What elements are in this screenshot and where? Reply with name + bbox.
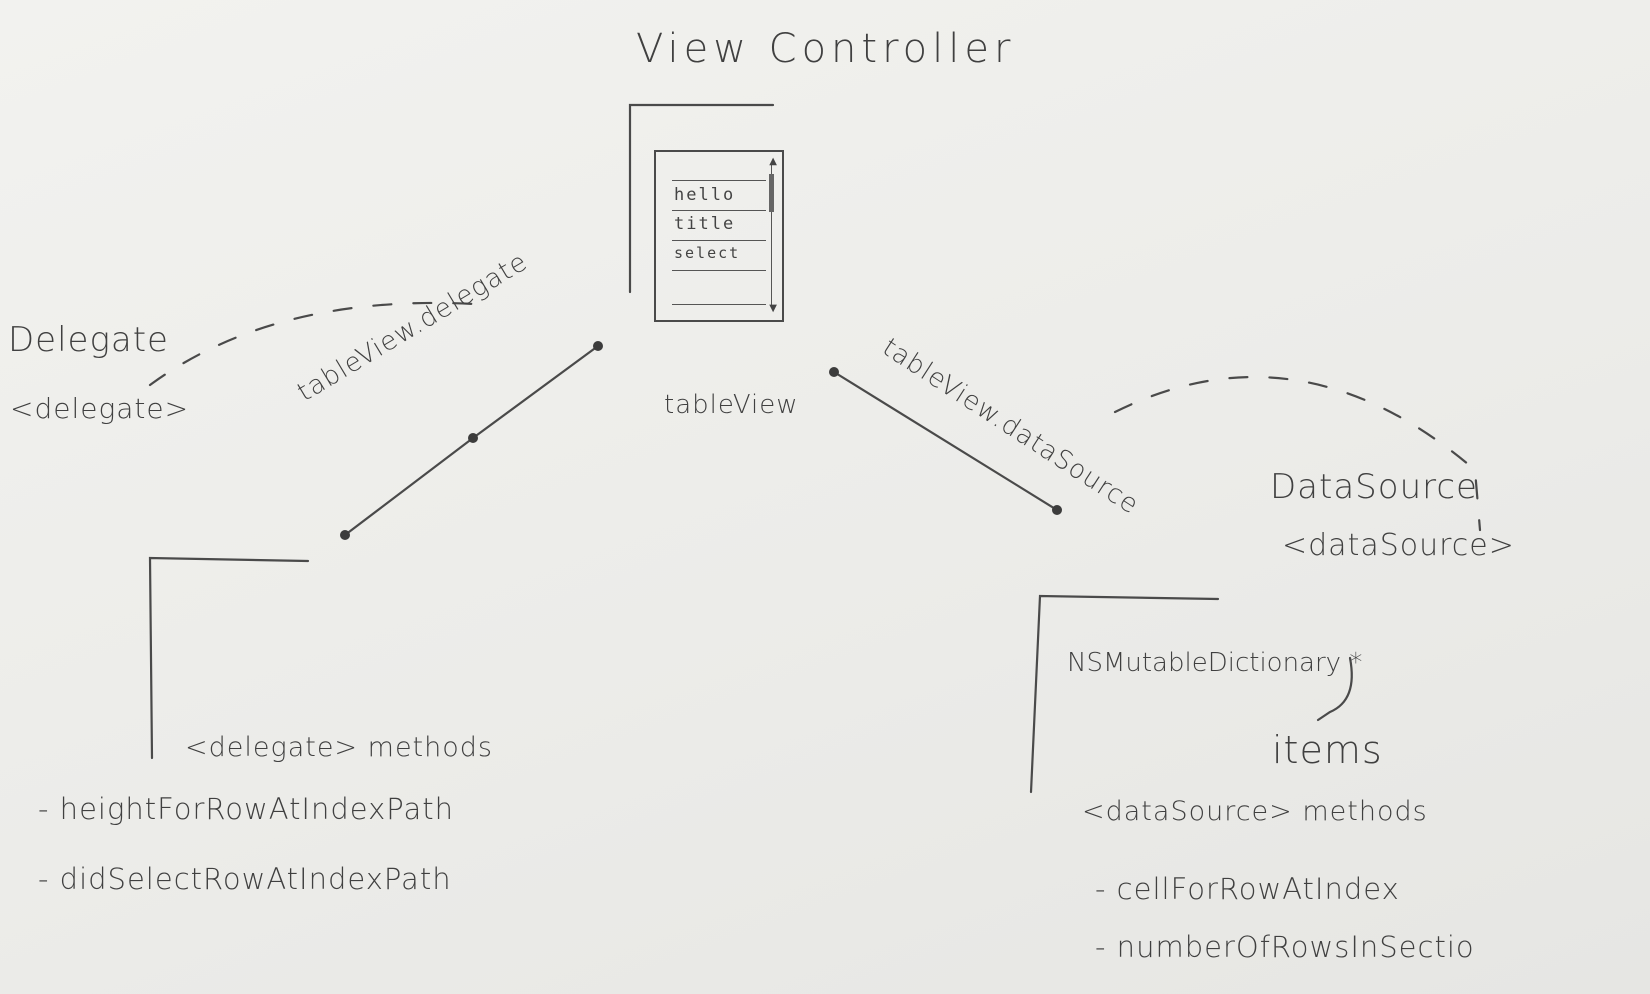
connector-dot bbox=[340, 530, 350, 540]
datasource-connector-line bbox=[832, 370, 1059, 512]
delegate-bracket bbox=[148, 556, 310, 760]
table-view-scrollbar bbox=[771, 162, 772, 308]
connector-dot bbox=[1052, 505, 1062, 515]
view-controller-bracket bbox=[628, 103, 775, 294]
table-row: select bbox=[674, 244, 741, 262]
scroll-up-arrow-icon: ▲ bbox=[769, 156, 777, 167]
delegate-methods-heading: <delegate> methods bbox=[185, 732, 493, 763]
property-name: items bbox=[1272, 728, 1383, 772]
view-controller-title: View Controller bbox=[636, 26, 1016, 72]
delegate-protocol: <delegate> bbox=[10, 392, 190, 425]
delegate-dashed-arc bbox=[148, 301, 492, 387]
table-row: hello bbox=[674, 185, 736, 205]
datasource-methods-heading: <dataSource> methods bbox=[1082, 796, 1428, 827]
property-type: NSMutableDictionary * bbox=[1067, 648, 1363, 678]
datasource-dashed-arc bbox=[1113, 375, 1482, 532]
scroll-down-arrow-icon: ▼ bbox=[769, 303, 777, 314]
table-row: title bbox=[674, 214, 736, 234]
delegate-name: Delegate bbox=[8, 320, 169, 360]
connector-dot bbox=[468, 433, 478, 443]
delegate-method: - didSelectRowAtIndexPath bbox=[38, 862, 452, 896]
connector-dot bbox=[829, 367, 839, 377]
datasource-protocol: <dataSource> bbox=[1282, 528, 1515, 563]
datasource-method: - numberOfRowsInSectio bbox=[1095, 930, 1475, 964]
datasource-bracket bbox=[1029, 594, 1220, 794]
table-view-label: tableView bbox=[664, 390, 799, 420]
table-view-sketch: ▲ ▼ hello title select bbox=[654, 150, 784, 322]
delegate-method: - heightForRowAtIndexPath bbox=[38, 792, 454, 826]
property-brace bbox=[1316, 656, 1353, 722]
scroll-thumb bbox=[769, 174, 774, 212]
datasource-name: DataSource bbox=[1270, 467, 1478, 507]
connector-dot bbox=[593, 341, 603, 351]
datasource-method: - cellForRowAtIndex bbox=[1095, 872, 1400, 906]
